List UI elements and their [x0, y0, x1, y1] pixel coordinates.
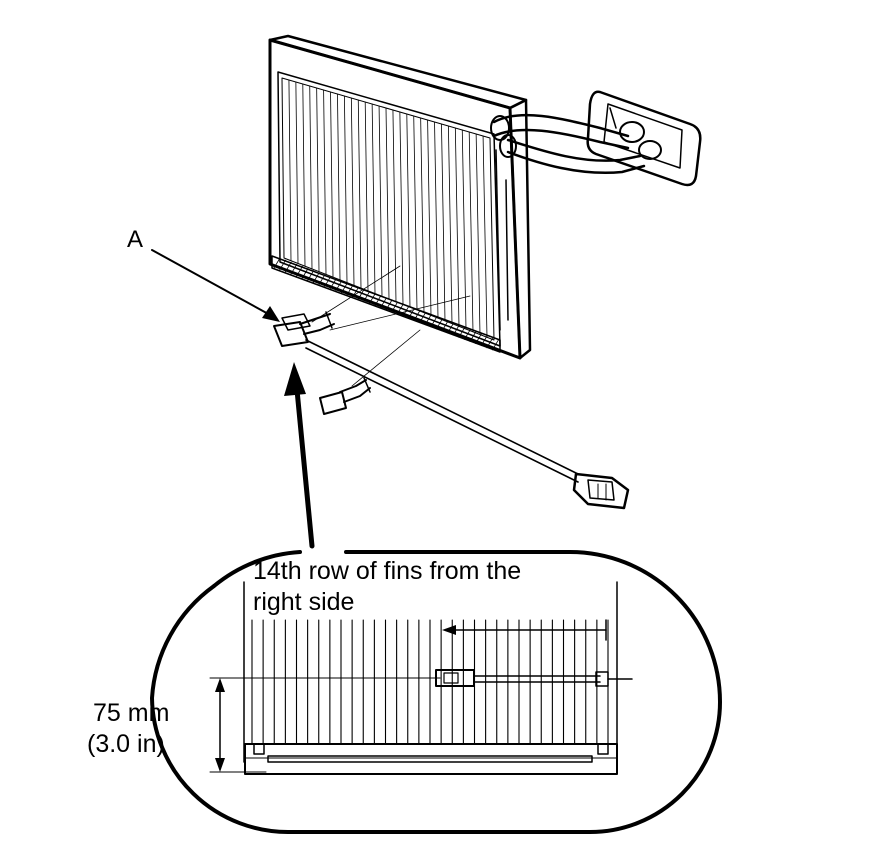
- harness-connector: [572, 472, 630, 510]
- evaporator-tank-hatch: [279, 259, 287, 271]
- evaporator-tank-hatch: [374, 295, 382, 307]
- evaporator-tank-hatch: [329, 278, 337, 290]
- evaporator-fin: [420, 117, 425, 314]
- inset-width-arrow: [442, 619, 607, 641]
- evaporator-tank-hatch: [346, 284, 354, 296]
- pipe-flange: [586, 90, 702, 187]
- evaporator-tank-hatch: [368, 293, 376, 305]
- inset-sensor: [435, 669, 633, 687]
- evaporator-tank-hatch: [396, 303, 404, 315]
- inset-pointer-arrow: [284, 362, 315, 549]
- evaporator-fin: [441, 123, 446, 322]
- evaporator-fin: [316, 87, 320, 273]
- evaporator-fin: [475, 133, 481, 335]
- evaporator-tank-hatch: [447, 322, 455, 334]
- evaporator-fin: [357, 99, 362, 289]
- evaporator-fin: [454, 127, 460, 327]
- dimension-imperial: (3.0 in): [87, 730, 165, 758]
- evaporator-fin: [371, 103, 376, 294]
- evaporator-fin: [288, 79, 292, 262]
- evaporator-tank-hatch: [480, 335, 488, 347]
- evaporator-tank-hatch: [463, 328, 471, 340]
- evaporator-fin: [330, 91, 334, 278]
- inset-height-dimension: [209, 677, 441, 773]
- evaporator-tank-hatch: [441, 320, 449, 332]
- evaporator-tank-hatch: [290, 263, 298, 275]
- evaporator-fin: [302, 83, 306, 267]
- evaporator-tank-hatch: [335, 280, 343, 292]
- evaporator-fin: [434, 121, 439, 319]
- evaporator-fin: [385, 107, 390, 300]
- evaporator-tank-hatch: [435, 318, 443, 330]
- evaporator-tank-hatch: [295, 265, 303, 277]
- inset-instruction-line1: 14th row of fins from the: [253, 557, 522, 585]
- evaporator-fin: [406, 113, 411, 308]
- evaporator-tank-hatch: [424, 314, 432, 326]
- evaporator-fin: [461, 129, 467, 330]
- evaporator-tank-hatch: [452, 324, 460, 336]
- evaporator-tank-hatch: [318, 274, 326, 286]
- evaporator-fin: [295, 81, 299, 264]
- evaporator-core: [268, 34, 532, 360]
- evaporator-tank-hatch: [419, 312, 427, 324]
- evaporator-fin: [399, 111, 404, 305]
- evaporator-tank-hatch: [458, 326, 466, 338]
- evaporator-tank-hatch: [413, 310, 421, 321]
- evaporator-tank-hatch: [491, 339, 499, 351]
- evaporator-tank-hatch: [385, 299, 393, 311]
- evaporator-tank-hatch: [469, 331, 477, 342]
- callout-a-arrow: [151, 249, 280, 322]
- evaporator-tank-hatch: [340, 282, 348, 294]
- evaporator-fin: [343, 95, 348, 284]
- evaporator-tank-hatch: [486, 337, 494, 349]
- evaporator-tank-hatch: [363, 291, 371, 303]
- evaporator-tank-hatch: [430, 316, 438, 328]
- evaporator-fin: [337, 93, 341, 281]
- evaporator-fin: [350, 97, 355, 286]
- inset-bubble: [150, 550, 722, 835]
- evaporator-tank-hatch: [307, 270, 315, 282]
- evaporator-fin: [413, 115, 418, 311]
- sensor-harness: [305, 339, 579, 483]
- evaporator-tank-hatch: [312, 272, 320, 284]
- thermistor-sensor: [273, 265, 471, 347]
- evaporator-fin: [392, 109, 397, 303]
- evaporator-tank-hatch: [273, 257, 281, 269]
- evaporator-tank-hatch: [475, 333, 483, 345]
- inset-instruction-line2: right side: [253, 588, 355, 616]
- evaporator-tank-hatch: [379, 297, 387, 309]
- evaporator-fin: [468, 131, 474, 333]
- evaporator-fin: [323, 89, 327, 275]
- evaporator-fin: [482, 135, 488, 338]
- evaporator-tank-hatch: [391, 301, 399, 313]
- evaporator-fin: [427, 119, 432, 316]
- evaporator-tank-hatch: [301, 268, 309, 279]
- evaporator-fin: [364, 101, 369, 292]
- evaporator-tank-hatch: [284, 261, 292, 273]
- refrigerant-pipes: [490, 113, 646, 174]
- evaporator-tank-hatch: [357, 289, 365, 300]
- evaporator-fin: [447, 125, 453, 325]
- evaporator-fin: [378, 105, 383, 297]
- evaporator-fin: [309, 85, 313, 270]
- callout-label-a: A: [127, 226, 144, 253]
- dimension-metric: 75 mm: [93, 699, 170, 727]
- evaporator-tank-hatch: [323, 276, 331, 288]
